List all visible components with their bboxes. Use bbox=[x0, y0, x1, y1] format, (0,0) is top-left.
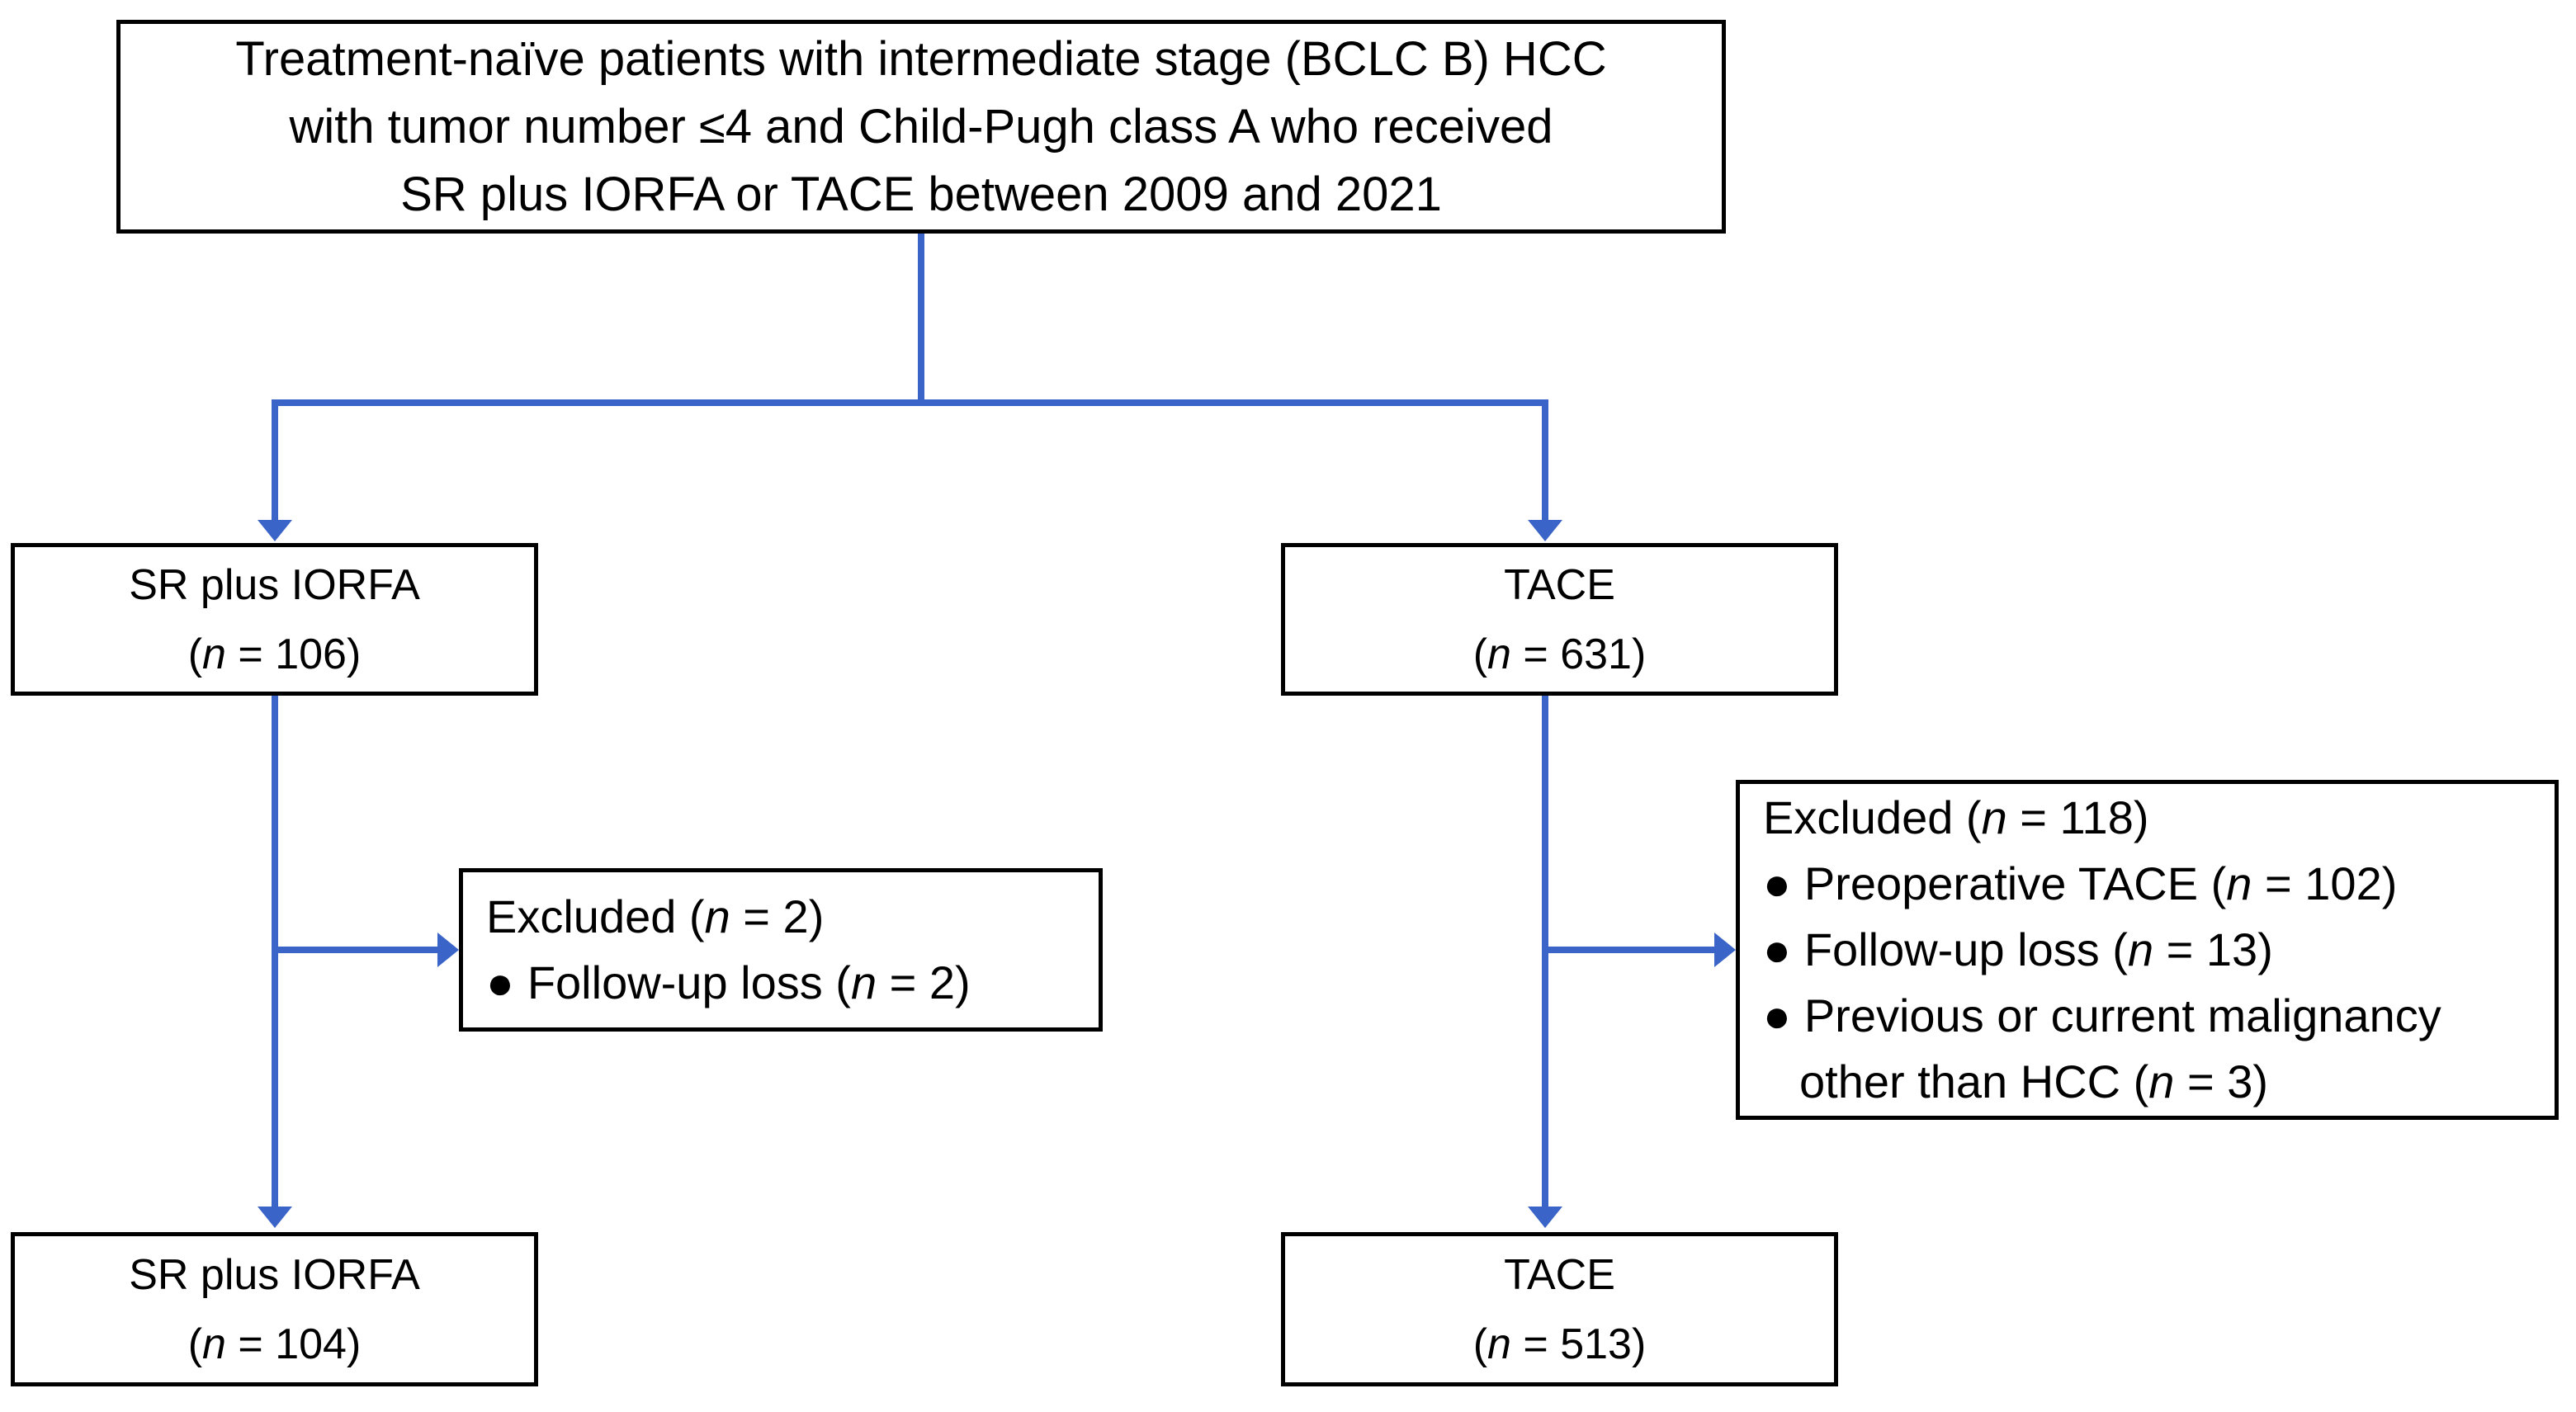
n-value: = 631) bbox=[1510, 630, 1647, 678]
n-value: = 13) bbox=[2153, 923, 2273, 975]
sr-iorfa-excluded-box: Excluded (n = 2) ●Follow-up loss (n = 2) bbox=[459, 868, 1103, 1032]
connector-left-exclude-line bbox=[272, 947, 437, 953]
n-value: = 2) bbox=[730, 890, 825, 942]
arrowhead-down-icon bbox=[1528, 520, 1562, 541]
source-line-2: with tumor number ≤4 and Child-Pugh clas… bbox=[289, 99, 1553, 153]
arrowhead-down-icon bbox=[1528, 1207, 1562, 1228]
excluded-header: Excluded (n = 118) bbox=[1763, 785, 2535, 851]
group-label: TACE bbox=[1504, 560, 1615, 609]
connector-stem-line bbox=[918, 234, 924, 403]
n-value: = 3) bbox=[2174, 1055, 2269, 1107]
n-value: = 106) bbox=[225, 630, 362, 678]
n-open: ( bbox=[187, 630, 203, 678]
excluded-item: ●Follow-up loss (n = 2) bbox=[486, 950, 1079, 1016]
group-n-line: (n = 104) bbox=[188, 1310, 362, 1379]
group-n-line: (n = 513) bbox=[1473, 1310, 1647, 1379]
source-line-1: Treatment-naïve patients with intermedia… bbox=[235, 31, 1607, 86]
group-label: SR plus IORFA bbox=[129, 560, 420, 609]
connector-left-drop-line bbox=[272, 399, 278, 522]
n-value: = 2) bbox=[877, 956, 971, 1008]
excluded-item-text: Follow-up loss ( bbox=[1803, 923, 2128, 975]
tace-final-box: TACE (n = 513) bbox=[1281, 1232, 1838, 1386]
n-variable: n bbox=[2148, 1055, 2175, 1107]
n-value: = 118) bbox=[2006, 791, 2149, 843]
bullet-icon: ● bbox=[486, 956, 514, 1008]
n-variable: n bbox=[202, 1320, 226, 1368]
source-line-3: SR plus IORFA or TACE between 2009 and 2… bbox=[400, 167, 1442, 221]
excluded-item-text: Preoperative TACE ( bbox=[1803, 857, 2227, 909]
connector-right-drop-line bbox=[1542, 399, 1548, 522]
bullet-icon: ● bbox=[1763, 923, 1791, 975]
n-variable: n bbox=[1487, 630, 1511, 678]
connector-branch-line bbox=[272, 399, 1548, 406]
arrowhead-right-icon bbox=[437, 933, 459, 967]
excluded-header-pre: Excluded ( bbox=[486, 890, 705, 942]
n-value: = 102) bbox=[2252, 857, 2398, 909]
excluded-header-pre: Excluded ( bbox=[1763, 791, 1982, 843]
tace-initial-box: TACE (n = 631) bbox=[1281, 543, 1838, 696]
bullet-icon: ● bbox=[1763, 857, 1791, 909]
source-population-box: Treatment-naïve patients with intermedia… bbox=[116, 20, 1726, 234]
n-variable: n bbox=[704, 890, 730, 942]
group-label: TACE bbox=[1504, 1250, 1615, 1299]
excluded-item: ●Preoperative TACE (n = 102) bbox=[1763, 851, 2535, 917]
arrowhead-down-icon bbox=[258, 1207, 292, 1228]
excluded-header: Excluded (n = 2) bbox=[486, 884, 1079, 950]
excluded-item: ●Follow-up loss (n = 13) bbox=[1763, 917, 2535, 983]
group-n-line: (n = 631) bbox=[1473, 620, 1647, 689]
n-variable: n bbox=[1981, 791, 2007, 843]
n-variable: n bbox=[850, 956, 877, 1008]
excluded-item-text: Follow-up loss ( bbox=[527, 956, 851, 1008]
arrowhead-right-icon bbox=[1714, 933, 1736, 967]
tace-excluded-box: Excluded (n = 118) ●Preoperative TACE (n… bbox=[1736, 780, 2559, 1120]
n-value: = 104) bbox=[225, 1320, 362, 1368]
excluded-item-text: Previous or current malignancy other tha… bbox=[1799, 989, 2441, 1107]
n-variable: n bbox=[202, 630, 226, 678]
connector-right-exclude-line bbox=[1542, 947, 1714, 953]
group-n-line: (n = 106) bbox=[188, 620, 362, 689]
n-value: = 513) bbox=[1510, 1320, 1647, 1368]
n-open: ( bbox=[187, 1320, 203, 1368]
n-variable: n bbox=[1487, 1320, 1511, 1368]
n-open: ( bbox=[1472, 630, 1488, 678]
n-variable: n bbox=[2226, 857, 2252, 909]
n-variable: n bbox=[2127, 923, 2154, 975]
arrowhead-down-icon bbox=[258, 520, 292, 541]
group-label: SR plus IORFA bbox=[129, 1250, 420, 1299]
sr-iorfa-initial-box: SR plus IORFA (n = 106) bbox=[11, 543, 538, 696]
bullet-icon: ● bbox=[1763, 989, 1791, 1041]
n-open: ( bbox=[1472, 1320, 1488, 1368]
sr-iorfa-final-box: SR plus IORFA (n = 104) bbox=[11, 1232, 538, 1386]
excluded-item: ●Previous or current malignancy other th… bbox=[1763, 983, 2535, 1115]
